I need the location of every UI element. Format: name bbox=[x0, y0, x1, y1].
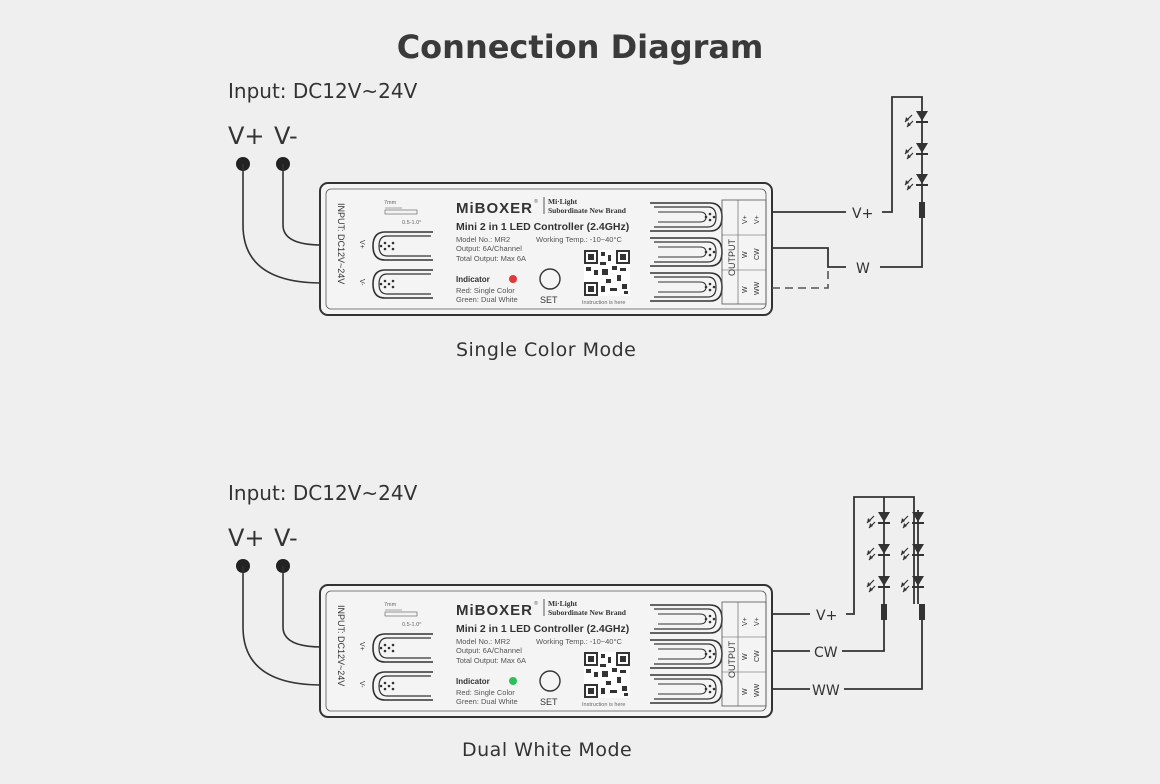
controller: INPUT: DC12V~24V V+ V- 7mm 0.5-1.0° MiBO… bbox=[319, 182, 773, 316]
svg-text:Total Output: Max 6A: Total Output: Max 6A bbox=[456, 254, 526, 263]
svg-text:Model No.: MR2: Model No.: MR2 bbox=[456, 235, 510, 244]
svg-text:Output: 6A/Channel: Output: 6A/Channel bbox=[456, 646, 522, 655]
brand-logo: MiBOXER bbox=[456, 602, 533, 619]
svg-text:CW: CW bbox=[754, 650, 761, 662]
set-button[interactable] bbox=[539, 268, 561, 290]
page-title: Connection Diagram bbox=[396, 28, 764, 66]
vplus-wire bbox=[242, 566, 323, 686]
out-label-w: W bbox=[856, 261, 870, 277]
svg-text:WW: WW bbox=[754, 281, 761, 295]
vminus-label: V- bbox=[274, 524, 298, 552]
input-label: Input: DC12V~24V bbox=[228, 79, 418, 103]
svg-text:®: ® bbox=[534, 600, 538, 607]
led-strip-ww bbox=[900, 510, 925, 620]
input-port-minus: V- bbox=[358, 279, 365, 286]
vplus-label: V+ bbox=[228, 122, 265, 150]
svg-text:Red: Single Color: Red: Single Color bbox=[456, 286, 515, 295]
svg-text:W: W bbox=[742, 653, 749, 660]
qr-code bbox=[584, 250, 630, 296]
mode-label: Dual White Mode bbox=[462, 739, 632, 761]
strip-wire-top bbox=[882, 96, 923, 213]
set-button[interactable] bbox=[539, 670, 561, 692]
wire-gauge: 0.5-1.0° bbox=[402, 220, 421, 226]
out-wire-w-bridge bbox=[772, 267, 829, 289]
controller: INPUT: DC12V~24V V+ V- 7mm 0.5-1.0° MiBO… bbox=[319, 584, 773, 718]
sub-brand: Mi·Light bbox=[548, 197, 578, 206]
svg-text:Subordinate New Brand: Subordinate New Brand bbox=[548, 206, 627, 215]
strip-length: 7mm bbox=[384, 200, 397, 206]
svg-text:WW: WW bbox=[754, 683, 761, 697]
strip-wire-bottom bbox=[880, 218, 923, 268]
product-name: Mini 2 in 1 LED Controller (2.4GHz) bbox=[456, 623, 629, 635]
svg-text:V+: V+ bbox=[754, 617, 761, 626]
vplus-label: V+ bbox=[228, 524, 265, 552]
svg-text:Green: Dual White: Green: Dual White bbox=[456, 697, 518, 706]
svg-text:W: W bbox=[742, 286, 749, 293]
strip-wire-vplus bbox=[846, 496, 915, 615]
sub-brand: Mi·Light bbox=[548, 599, 578, 608]
qr-code bbox=[584, 652, 630, 698]
svg-text:®: ® bbox=[534, 198, 538, 205]
out-label-vplus: V+ bbox=[816, 608, 837, 624]
svg-text:Model No.: MR2: Model No.: MR2 bbox=[456, 637, 510, 646]
strip-length: 7mm bbox=[384, 602, 397, 608]
mode-label: Single Color Mode bbox=[456, 339, 636, 361]
indicator-led bbox=[509, 275, 517, 283]
out-label-vplus: V+ bbox=[852, 206, 873, 222]
svg-text:V+: V+ bbox=[742, 215, 749, 224]
vminus-label: V- bbox=[274, 122, 298, 150]
strip-wire-cw bbox=[842, 620, 885, 652]
svg-text:Subordinate New Brand: Subordinate New Brand bbox=[548, 608, 627, 617]
vminus-wire bbox=[282, 164, 323, 246]
indicator-led bbox=[509, 677, 517, 685]
output-side-label: OUTPUT bbox=[727, 641, 737, 679]
svg-text:Output: 6A/Channel: Output: 6A/Channel bbox=[456, 244, 522, 253]
strip-wire-ww bbox=[844, 620, 923, 690]
output-side-label: OUTPUT bbox=[727, 239, 737, 277]
input-port-plus: V+ bbox=[358, 642, 365, 651]
input-side-label: INPUT: DC12V~24V bbox=[336, 605, 346, 686]
svg-text:Instruction is here: Instruction is here bbox=[582, 300, 625, 306]
diagram-dual-white: Input: DC12V~24V V+ V- INPUT: DC12V~24V … bbox=[228, 481, 925, 761]
out-wire-w bbox=[772, 247, 846, 268]
vminus-wire bbox=[282, 566, 323, 648]
svg-text:SET: SET bbox=[540, 295, 558, 305]
brand-logo: MiBOXER bbox=[456, 200, 533, 217]
product-name: Mini 2 in 1 LED Controller (2.4GHz) bbox=[456, 221, 629, 233]
svg-text:Red: Single Color: Red: Single Color bbox=[456, 688, 515, 697]
svg-text:Working Temp.: -10~40°C: Working Temp.: -10~40°C bbox=[536, 637, 622, 646]
input-port-minus: V- bbox=[358, 681, 365, 688]
out-label-cw: CW bbox=[814, 645, 838, 661]
out-label-ww: WW bbox=[812, 683, 840, 699]
svg-text:V+: V+ bbox=[754, 215, 761, 224]
input-side-label: INPUT: DC12V~24V bbox=[336, 203, 346, 284]
svg-text:CW: CW bbox=[754, 248, 761, 260]
svg-text:Indicator: Indicator bbox=[456, 275, 490, 284]
svg-text:W: W bbox=[742, 688, 749, 695]
led-strip-single bbox=[904, 110, 929, 218]
diagram-single-color: Input: DC12V~24V V+ V- INPUT: DC12V~24V … bbox=[228, 79, 929, 361]
input-port-plus: V+ bbox=[358, 240, 365, 249]
svg-text:Working Temp.: -10~40°C: Working Temp.: -10~40°C bbox=[536, 235, 622, 244]
wire-gauge: 0.5-1.0° bbox=[402, 622, 421, 628]
svg-text:Instruction is here: Instruction is here bbox=[582, 702, 625, 708]
vplus-wire bbox=[242, 164, 323, 284]
svg-text:SET: SET bbox=[540, 697, 558, 707]
led-strip-cw bbox=[866, 511, 891, 620]
svg-text:V+: V+ bbox=[742, 617, 749, 626]
svg-text:Green: Dual White: Green: Dual White bbox=[456, 295, 518, 304]
svg-text:Total Output: Max 6A: Total Output: Max 6A bbox=[456, 656, 526, 665]
input-label: Input: DC12V~24V bbox=[228, 481, 418, 505]
svg-text:Indicator: Indicator bbox=[456, 677, 490, 686]
svg-text:W: W bbox=[742, 251, 749, 258]
